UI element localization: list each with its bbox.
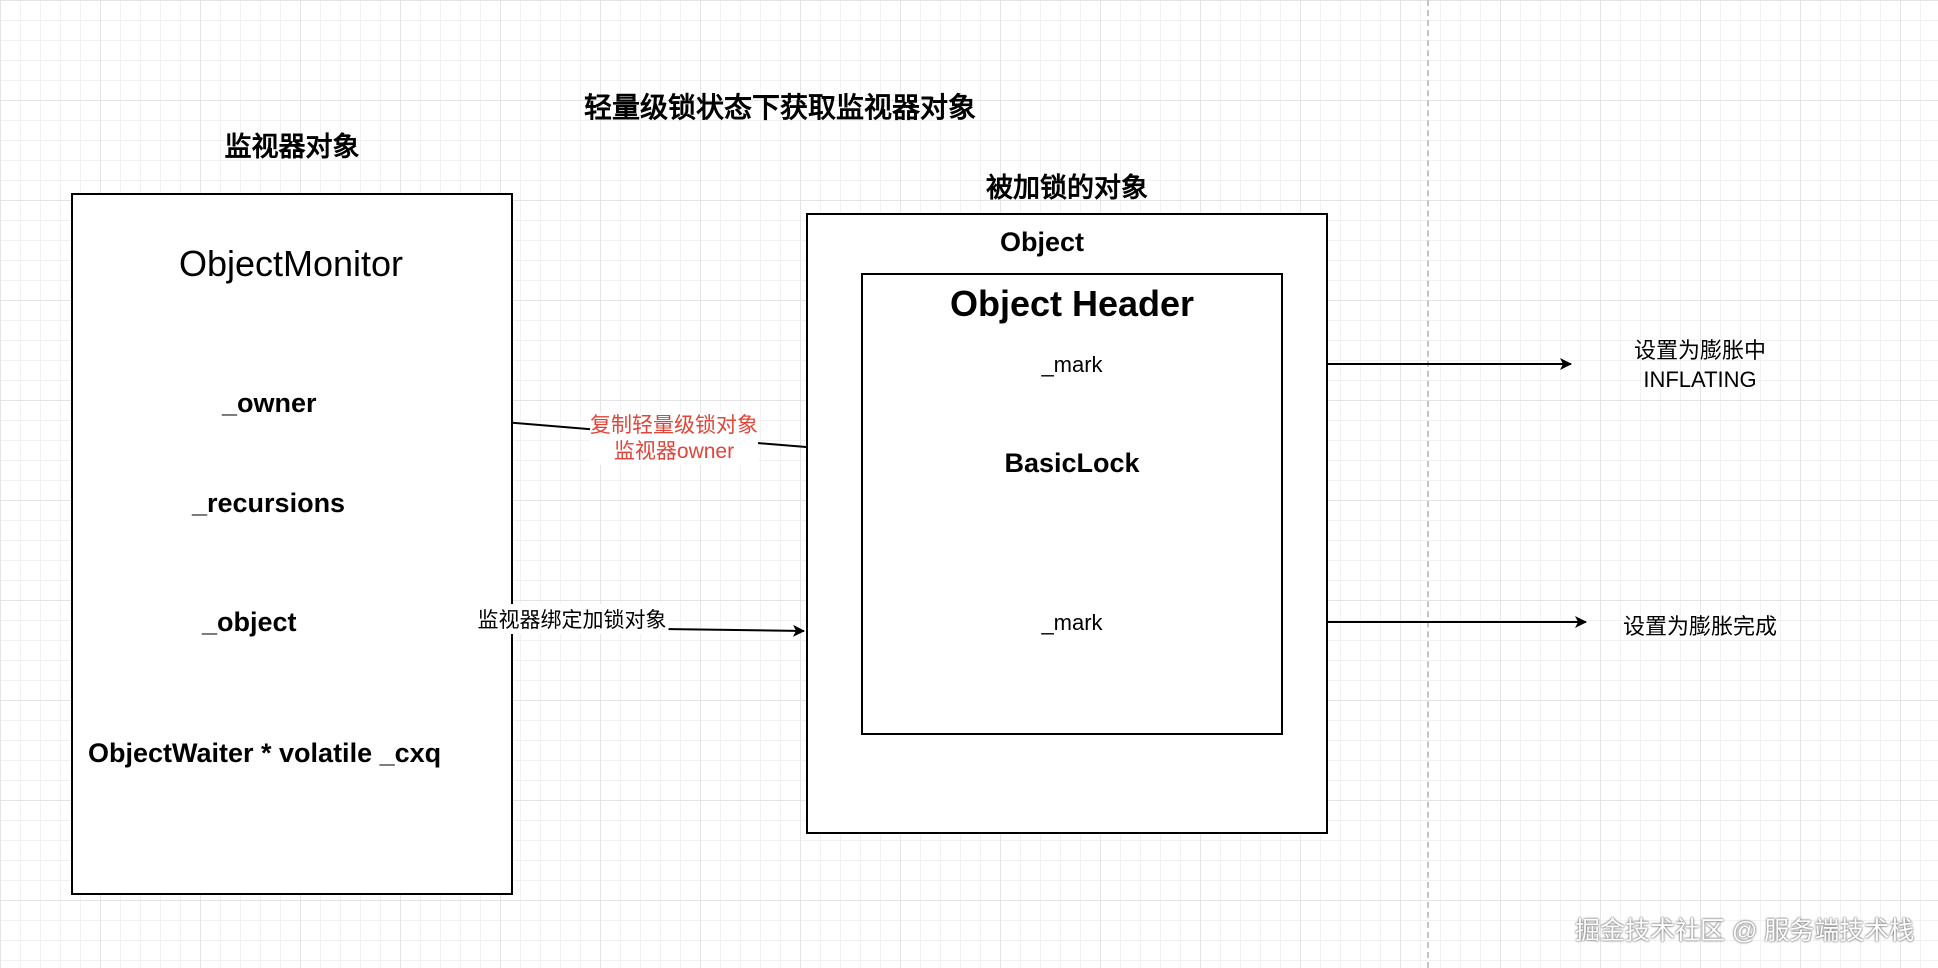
inflating-label: 设置为膨胀中 INFLATING bbox=[1634, 336, 1766, 394]
diagram-title: 轻量级锁状态下获取监视器对象 bbox=[583, 92, 977, 123]
object-field: _object bbox=[202, 607, 297, 637]
inflating-label-line1: 设置为膨胀中 bbox=[1633, 338, 1767, 363]
cxq-field: ObjectWaiter * volatile _cxq bbox=[88, 738, 442, 768]
monitor-heading: 监视器对象 bbox=[224, 132, 360, 162]
mark-bottom-label: _mark bbox=[1041, 610, 1103, 635]
mark-top-label: _mark bbox=[1041, 352, 1103, 377]
object-label: Object bbox=[999, 227, 1085, 257]
copy-owner-label-line2: 监视器owner bbox=[613, 440, 735, 463]
recursions-field: _recursions bbox=[192, 488, 346, 518]
owner-field: _owner bbox=[222, 388, 317, 418]
inflating-label-line2: INFLATING bbox=[1643, 367, 1757, 392]
bind-object-label: 监视器绑定加锁对象 bbox=[475, 604, 669, 634]
object-header-box bbox=[861, 273, 1283, 735]
object-monitor-box bbox=[71, 193, 513, 895]
object-header-title: Object Header bbox=[949, 283, 1195, 324]
watermark: 掘金技术社区 @ 服务端技术栈 bbox=[1575, 917, 1915, 945]
dashed-divider bbox=[1427, 0, 1429, 968]
object-monitor-class-name: ObjectMonitor bbox=[178, 243, 404, 284]
locked-object-heading: 被加锁的对象 bbox=[986, 173, 1148, 203]
inflated-label: 设置为膨胀完成 bbox=[1622, 614, 1778, 639]
basic-lock-label: BasicLock bbox=[1004, 448, 1140, 478]
copy-owner-label: 复制轻量级锁对象 监视器owner bbox=[590, 413, 758, 465]
copy-owner-label-line1: 复制轻量级锁对象 bbox=[590, 414, 758, 437]
